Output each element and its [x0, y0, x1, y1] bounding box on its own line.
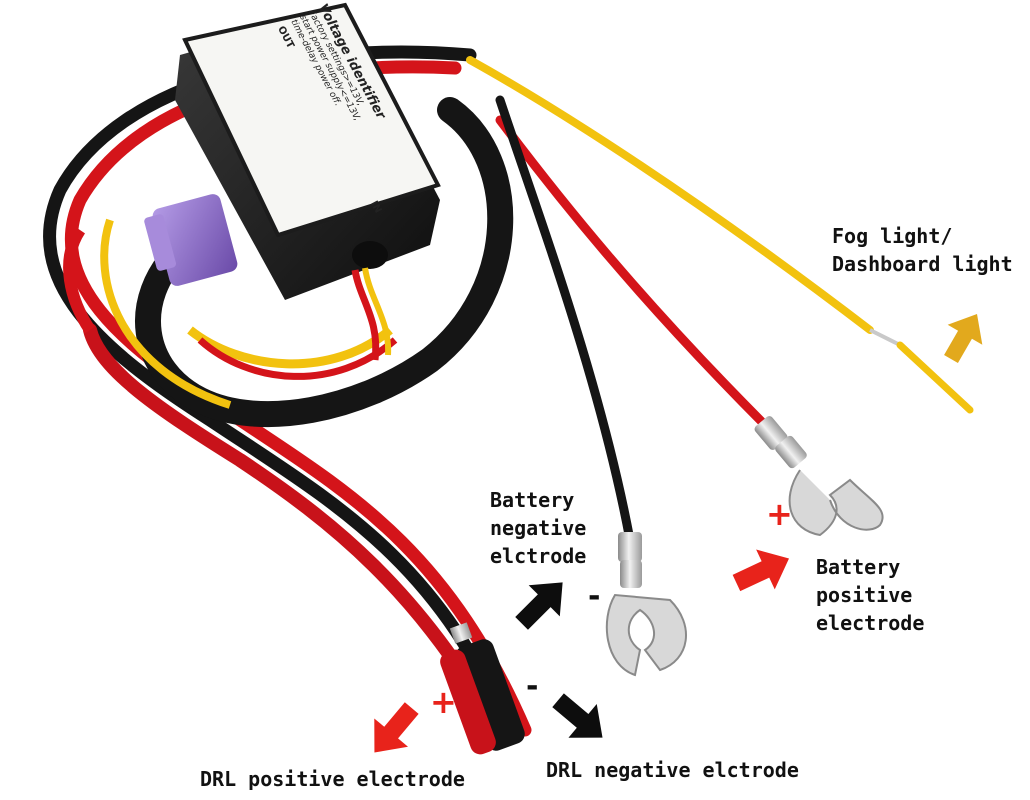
battery-positive-wire	[495, 115, 884, 537]
voltage-identifier-module	[175, 2, 441, 361]
fog-light-wire	[466, 56, 974, 414]
drl-negative-label: DRL negative elctrode	[546, 758, 799, 782]
drl-positive-label: DRL positive electrode	[200, 767, 465, 791]
fuse	[144, 194, 238, 286]
battery-negative-sign: -	[588, 579, 601, 614]
drl-positive-sign: +	[430, 683, 457, 721]
battery-negative-label: Battery negative elctrode	[490, 488, 587, 568]
battery-negative-wire	[495, 95, 687, 677]
drl-negative-sign: -	[526, 669, 539, 704]
wire-loop	[100, 97, 514, 428]
fog-light-label: Fog light/ Dashboard light	[832, 224, 1013, 276]
drl-wire-ends	[440, 622, 525, 755]
battery-positive-label: Battery positive electrode	[816, 555, 925, 635]
battery-positive-sign: +	[766, 495, 793, 533]
